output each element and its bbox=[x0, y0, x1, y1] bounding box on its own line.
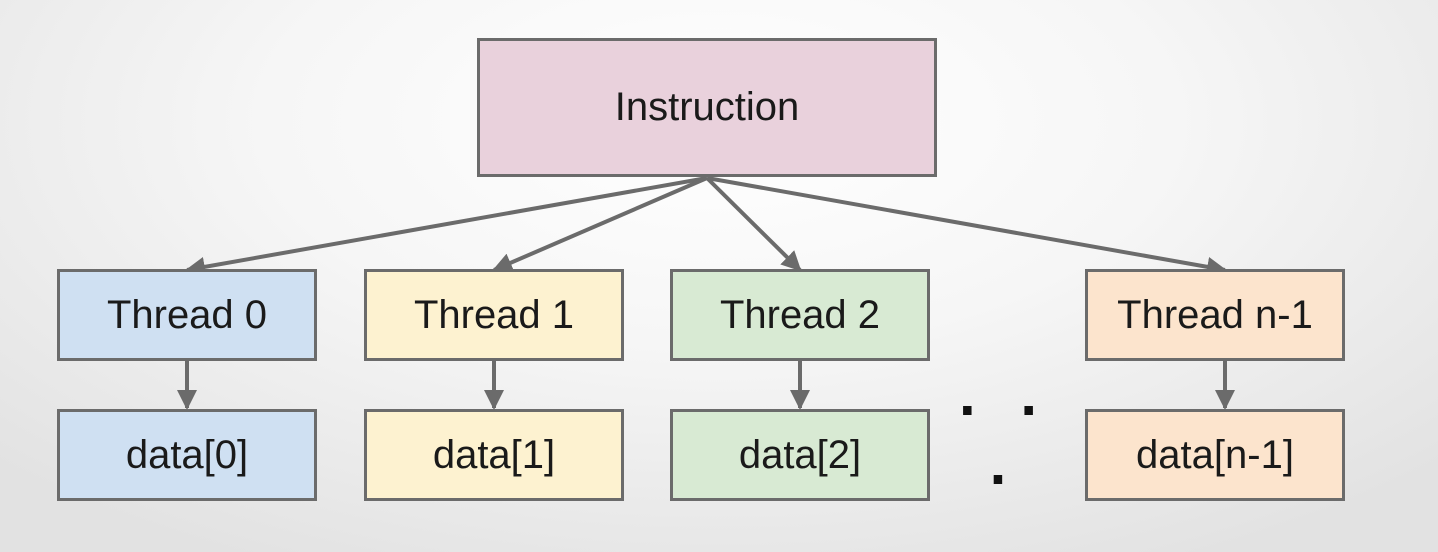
data-label-1: data[1] bbox=[432, 432, 556, 477]
data-box-2: data[2] bbox=[670, 409, 930, 501]
thread-label-n-1: Thread n-1 bbox=[1117, 292, 1313, 337]
thread-box-0: Thread 0 bbox=[57, 269, 317, 361]
ellipsis: . . . bbox=[958, 361, 1051, 497]
instruction-label: Instruction bbox=[614, 85, 800, 129]
thread-box-2: Thread 2 bbox=[670, 269, 930, 361]
instruction-to-thread-arrow-1 bbox=[492, 176, 708, 273]
data-box-0: data[0] bbox=[57, 409, 317, 501]
instruction-to-thread-arrow-n-1 bbox=[706, 176, 1227, 277]
instruction-to-thread-arrow-0 bbox=[185, 176, 708, 277]
thread-label-2: Thread 2 bbox=[719, 292, 881, 337]
instruction-box: Instruction bbox=[477, 38, 937, 177]
instruction-to-thread-arrow-2 bbox=[705, 176, 802, 272]
thread-box-1: Thread 1 bbox=[364, 269, 624, 361]
thread-label-0: Thread 0 bbox=[106, 292, 268, 337]
data-label-2: data[2] bbox=[738, 432, 862, 477]
thread-box-n-1: Thread n-1 bbox=[1085, 269, 1345, 361]
thread-label-1: Thread 1 bbox=[413, 292, 575, 337]
data-box-1: data[1] bbox=[364, 409, 624, 501]
data-label-n-1: data[n-1] bbox=[1136, 432, 1294, 477]
data-label-0: data[0] bbox=[125, 432, 249, 477]
data-box-n-1: data[n-1] bbox=[1085, 409, 1345, 501]
